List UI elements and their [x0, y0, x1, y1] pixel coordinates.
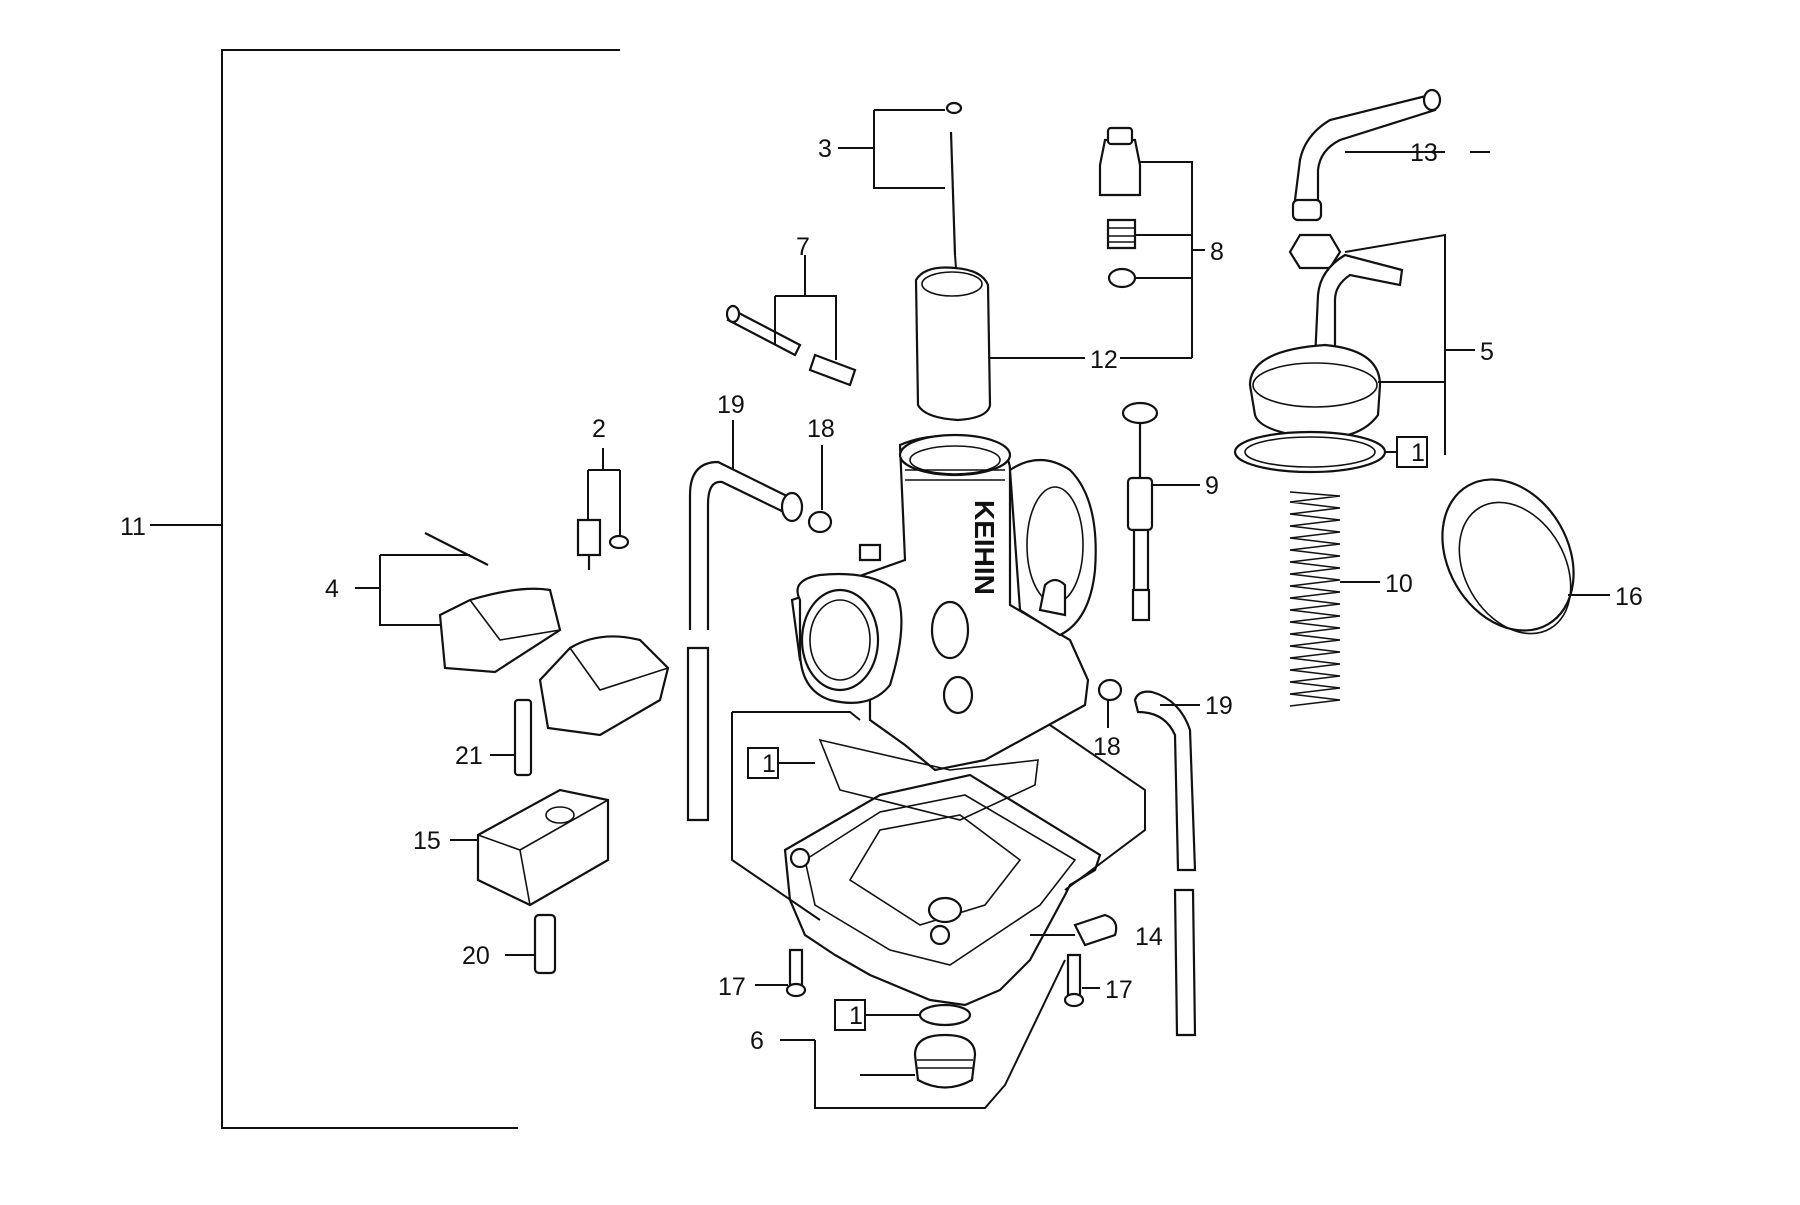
float-part	[355, 532, 670, 737]
gasket-ref-box-top	[1396, 436, 1428, 468]
callout-15: 15	[413, 827, 441, 855]
callout-11: 11	[120, 513, 146, 541]
main-jet-part	[505, 913, 557, 975]
float-chamber-part	[731, 711, 1146, 1007]
hose-clamp-part	[807, 445, 1123, 728]
callout-19-right: 19	[1205, 692, 1233, 720]
callout-21: 21	[455, 742, 483, 770]
vent-tube-left-part	[686, 420, 804, 822]
callout-6: 6	[750, 1027, 764, 1055]
assembly-bracket-11	[150, 49, 620, 1129]
carburetor-body-part: KEIHIN	[790, 433, 1097, 772]
vent-tube-right-part	[1133, 690, 1200, 1037]
callout-7: 7	[796, 233, 810, 261]
callout-1-drain: 1	[849, 1002, 863, 1030]
callout-4: 4	[325, 575, 339, 603]
cable-holder-set-part	[1098, 126, 1205, 358]
callout-2: 2	[592, 415, 606, 443]
throttle-stop-screw-part	[725, 255, 857, 387]
gasket-ref-box-main	[747, 747, 815, 779]
top-cap-part	[1233, 233, 1475, 474]
callout-5: 5	[1480, 338, 1494, 366]
callout-20: 20	[462, 942, 490, 970]
drain-plug-part	[780, 959, 1066, 1109]
screw-part	[755, 948, 1100, 1008]
callout-labels: 1 1 1 2 3 4 5 6 7 8 9 10 11 12 13 14 15 …	[120, 135, 1643, 1055]
callout-19-left: 19	[717, 391, 745, 419]
callout-17-left: 17	[718, 973, 746, 1001]
callout-18-upper: 18	[807, 415, 835, 443]
callout-1-main: 1	[762, 750, 776, 778]
float-valve-part	[576, 448, 630, 570]
gasket-ref-box-drain	[834, 999, 866, 1031]
callout-10: 10	[1385, 570, 1413, 598]
callout-18-lower: 18	[1093, 733, 1121, 761]
starter-plunger-part	[1121, 401, 1200, 622]
funnel-band-part	[1441, 478, 1610, 635]
throttle-valve-part	[914, 266, 1192, 422]
pilot-jet-part	[490, 698, 533, 777]
callout-12: 12	[1090, 346, 1118, 374]
callout-16: 16	[1615, 583, 1643, 611]
callout-17-right: 17	[1105, 976, 1133, 1004]
cable-elbow-part	[1288, 88, 1490, 270]
jet-needle-part	[838, 101, 963, 269]
callout-3: 3	[818, 135, 832, 163]
callout-1-top: 1	[1411, 439, 1425, 467]
baffle-plate-part	[450, 788, 610, 907]
callout-9: 9	[1205, 472, 1219, 500]
body-brand-lettering: KEIHIN	[969, 500, 1000, 595]
throttle-spring-part	[1289, 491, 1380, 707]
callout-8: 8	[1210, 238, 1224, 266]
callout-14: 14	[1135, 923, 1163, 951]
callout-13: 13	[1410, 139, 1438, 167]
